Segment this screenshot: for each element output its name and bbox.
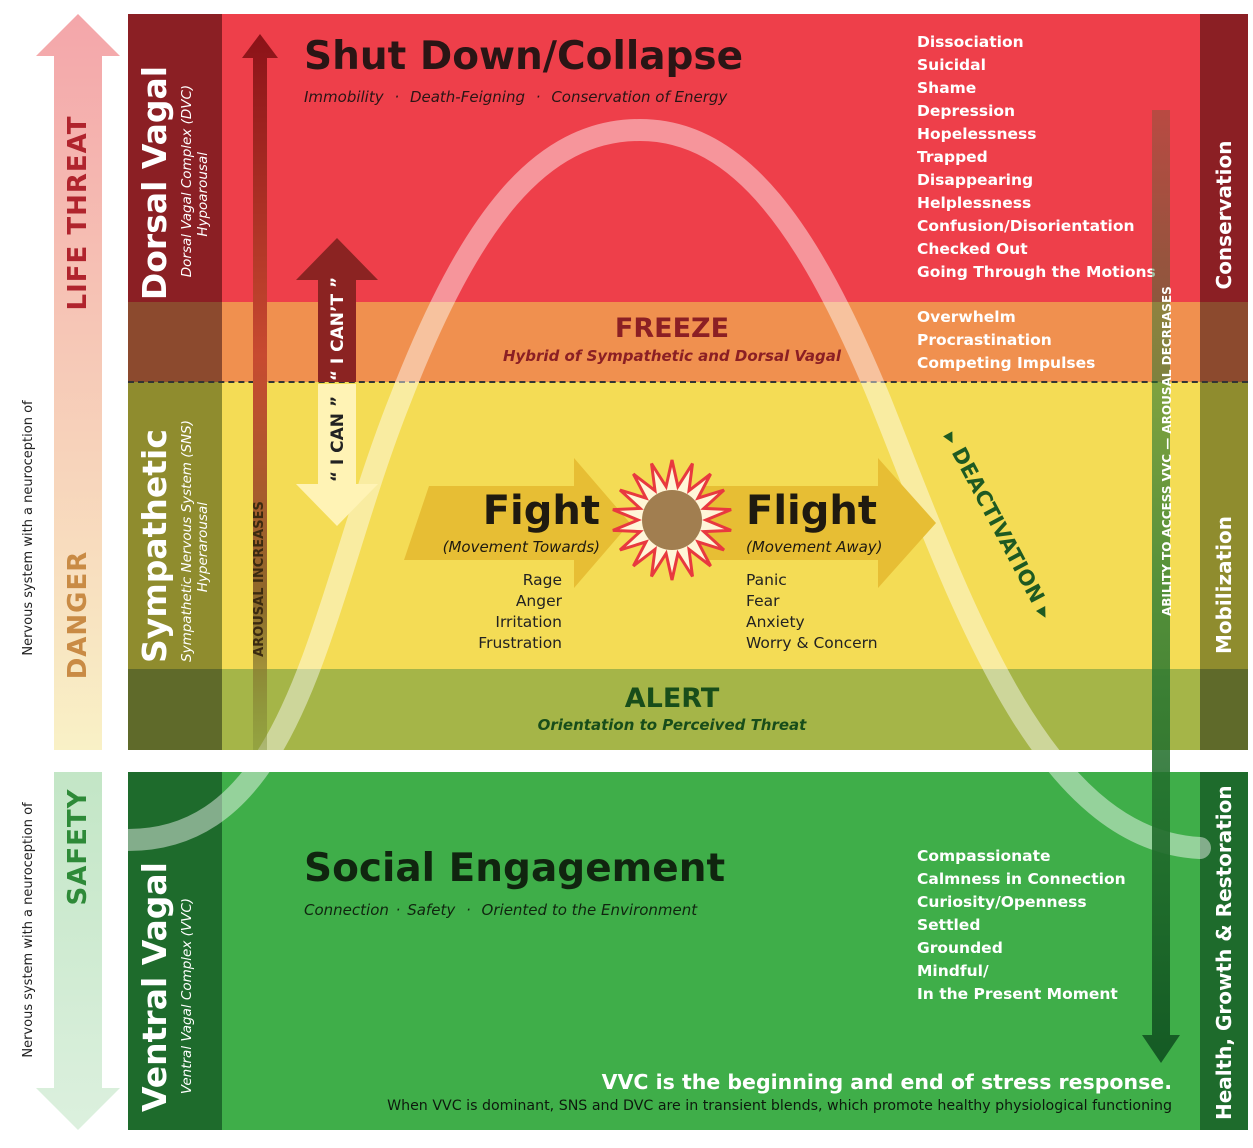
social-subtitle-sep-2: · [465,901,471,919]
list-item: Anxiety [746,613,805,631]
freeze-band [128,302,1248,382]
alert-sidebar [128,669,222,750]
list-item: Worry & Concern [746,634,878,652]
shutdown-subtitle-2: Death-Feigning [409,88,525,106]
list-item: Trapped [917,148,988,166]
alert-title: ALERT [624,683,720,714]
list-item: Going Through the Motions [917,263,1156,281]
arousal-increases-label: AROUSAL INCREASES [252,501,267,657]
i-cant-arrow [296,238,378,382]
conservation-sidebar [1200,14,1248,302]
alert-right-sidebar [1200,669,1248,750]
list-item: Helplessness [917,194,1032,212]
conservation-label: Conservation [1212,140,1236,290]
deactivation-start-icon: ▸ [938,427,965,448]
fight-arrow [404,458,630,588]
alert-band [128,669,1248,750]
list-item: Grounded [917,939,1003,957]
list-item: Calmness in Connection [917,870,1126,888]
list-item: Compassionate [917,847,1051,865]
list-item: Mindful/ [917,962,989,980]
mobilization-sidebar [1200,382,1248,669]
shutdown-subtitle-1: Immobility [304,88,384,106]
list-item: Frustration [478,634,562,652]
list-item: Confusion/Disorientation [917,217,1135,235]
list-item: Shame [917,79,977,97]
deactivation-end-icon: ▸ [1031,602,1058,623]
list-item: Depression [917,102,1016,120]
mobilization-label: Mobilization [1212,515,1236,655]
list-item: Anger [515,592,562,610]
alert-subtitle: Orientation to Perceived Threat [537,716,807,734]
shutdown-subtitle-sep-2: · [535,88,541,106]
shutdown-list: Dissociation Suicidal Shame Depression H… [917,31,1156,284]
dorsal-title: Dorsal Vagal [135,65,174,301]
freeze-title: FREEZE [614,313,730,344]
sympathetic-sidebar [128,382,222,669]
health-label: Health, Growth & Restoration [1212,785,1236,1120]
shutdown-subtitle-sep-1: · [394,88,400,106]
flight-title: Flight [746,488,877,534]
list-item: Fear [746,592,780,610]
list-item: Rage [522,571,562,589]
list-item: Procrastination [917,331,1052,349]
social-band [128,772,1248,1130]
social-subtitle-1: Connection [304,901,389,919]
dorsal-arousal: Hypoarousal [195,152,211,237]
list-item: Dissociation [917,33,1024,51]
i-cant-label: “ I CAN’T ” [328,276,348,382]
list-item: Irritation [495,613,562,631]
list-item: Suicidal [917,56,986,74]
i-can-arrow [296,384,378,526]
i-can-label: “ I CAN ” [328,395,348,483]
social-subtitle-3: Oriented to the Environment [481,901,698,919]
social-subtitle-2: Safety [407,901,456,919]
freeze-divider [128,381,1248,383]
social-subtitle: Connection · Safety · Oriented to the En… [304,901,697,919]
social-list: Compassionate Calmness in Connection Cur… [917,845,1126,1006]
shutdown-subtitle-3: Conservation of Energy [551,88,728,106]
starburst-icon [612,459,732,581]
freeze-sidebar [128,302,222,382]
dorsal-sidebar [128,14,222,302]
social-title: Social Engagement [304,846,726,891]
shutdown-band [128,14,1248,302]
fight-title: Fight [482,488,600,534]
ventral-sidebar [128,772,222,1130]
list-item: Competing Impulses [917,354,1096,372]
ability-label: ABILITY TO ACCESS VVC — AROUSAL DECREASE… [1160,286,1174,616]
social-subtitle-sep-1: · [395,901,401,919]
ability-arrow [1142,110,1180,1063]
ventral-subtitle: Ventral Vagal Complex (VVC) [179,897,195,1095]
freeze-list: Overwhelm Procrastination Competing Impu… [917,306,1095,375]
sympathetic-arousal: Hyperarousal [195,502,211,593]
ventral-title: Ventral Vagal [135,862,174,1112]
fight-list: Rage Anger Irritation Frustration [420,570,562,654]
list-item: Panic [746,571,787,589]
footer-headline: VVC is the beginning and end of stress r… [601,1070,1172,1094]
list-item: Hopelessness [917,125,1037,143]
arousal-increases-arrow [242,34,278,750]
sympathetic-title: Sympathetic [135,429,174,663]
shutdown-title: Shut Down/Collapse [304,34,744,79]
list-item: Settled [917,916,981,934]
safety-gradient-arrow [36,772,120,1130]
flight-arrow [700,458,936,588]
health-sidebar [1200,772,1248,1130]
list-item: Checked Out [917,240,1028,258]
flight-subtitle: (Movement Away) [746,538,883,556]
list-item: In the Present Moment [917,985,1118,1003]
flight-list: Panic Fear Anxiety Worry & Concern [746,570,878,654]
fight-subtitle: (Movement Towards) [442,538,600,556]
freeze-subtitle: Hybrid of Sympathetic and Dorsal Vagal [502,347,842,365]
list-item: Overwhelm [917,308,1016,326]
footer-description: When VVC is dominant, SNS and DVC are in… [387,1098,1172,1114]
list-item: Disappearing [917,171,1034,189]
freeze-right-sidebar [1200,302,1248,382]
threat-gradient-arrow [36,14,120,750]
list-item: Curiosity/Openness [917,893,1087,911]
shutdown-subtitle: Immobility · Death-Feigning · Conservati… [304,88,727,106]
